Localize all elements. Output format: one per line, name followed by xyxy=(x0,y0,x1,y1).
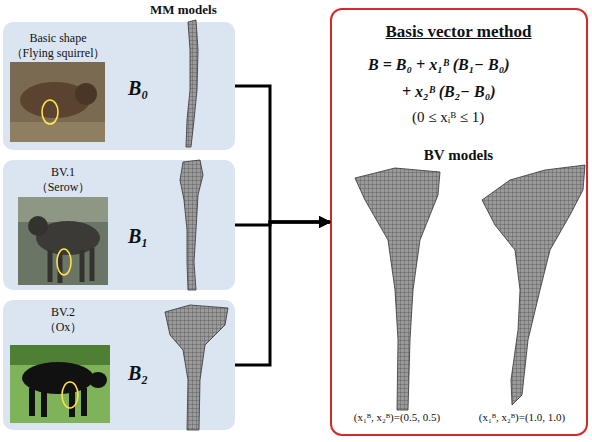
source-box: BV.2（Ox） B₂ xyxy=(3,300,235,430)
animal-name: （Ox） xyxy=(13,321,113,335)
shape-name: BV.2 xyxy=(13,306,113,320)
shape-name: BV.1 xyxy=(18,166,108,180)
merge-arrow xyxy=(235,222,330,225)
parameter-label: (x₁ᴮ, x₂ᴮ)=(0.5, 0.5) xyxy=(336,411,458,424)
section-heading: BV models xyxy=(332,147,585,164)
shape-name: Basic shape xyxy=(8,32,108,46)
source-box: Basic shape（Flying squirrel） B₀ xyxy=(3,22,235,150)
merge-arrow xyxy=(235,86,330,222)
formula-line: B = B₀ + x₁ᴮ (B₁− B₀) xyxy=(368,56,578,74)
merge-arrow xyxy=(235,222,330,365)
animal-name: （Serow） xyxy=(18,181,108,195)
model-symbol: B₁ xyxy=(128,225,168,248)
method-box: Basis vector method B = B₀ + x₁ᴮ (B₁− B₀)… xyxy=(330,8,588,436)
source-box: BV.1（Serow） B₁ xyxy=(3,160,235,290)
animal-name: （Flying squirrel） xyxy=(3,47,113,61)
method-title: Basis vector method xyxy=(332,22,585,42)
model-symbol: B₀ xyxy=(128,77,168,100)
column-heading: MM models xyxy=(150,3,230,18)
model-symbol: B₂ xyxy=(128,362,168,385)
formula-line: + x₂ᴮ (B₂− B₀) xyxy=(402,83,582,101)
parameter-label: (x₁ᴮ, x₂ᴮ)=(1.0, 1.0) xyxy=(460,411,584,424)
formula-constraint: (0 ≤ xᵢᴮ ≤ 1) xyxy=(412,109,572,126)
